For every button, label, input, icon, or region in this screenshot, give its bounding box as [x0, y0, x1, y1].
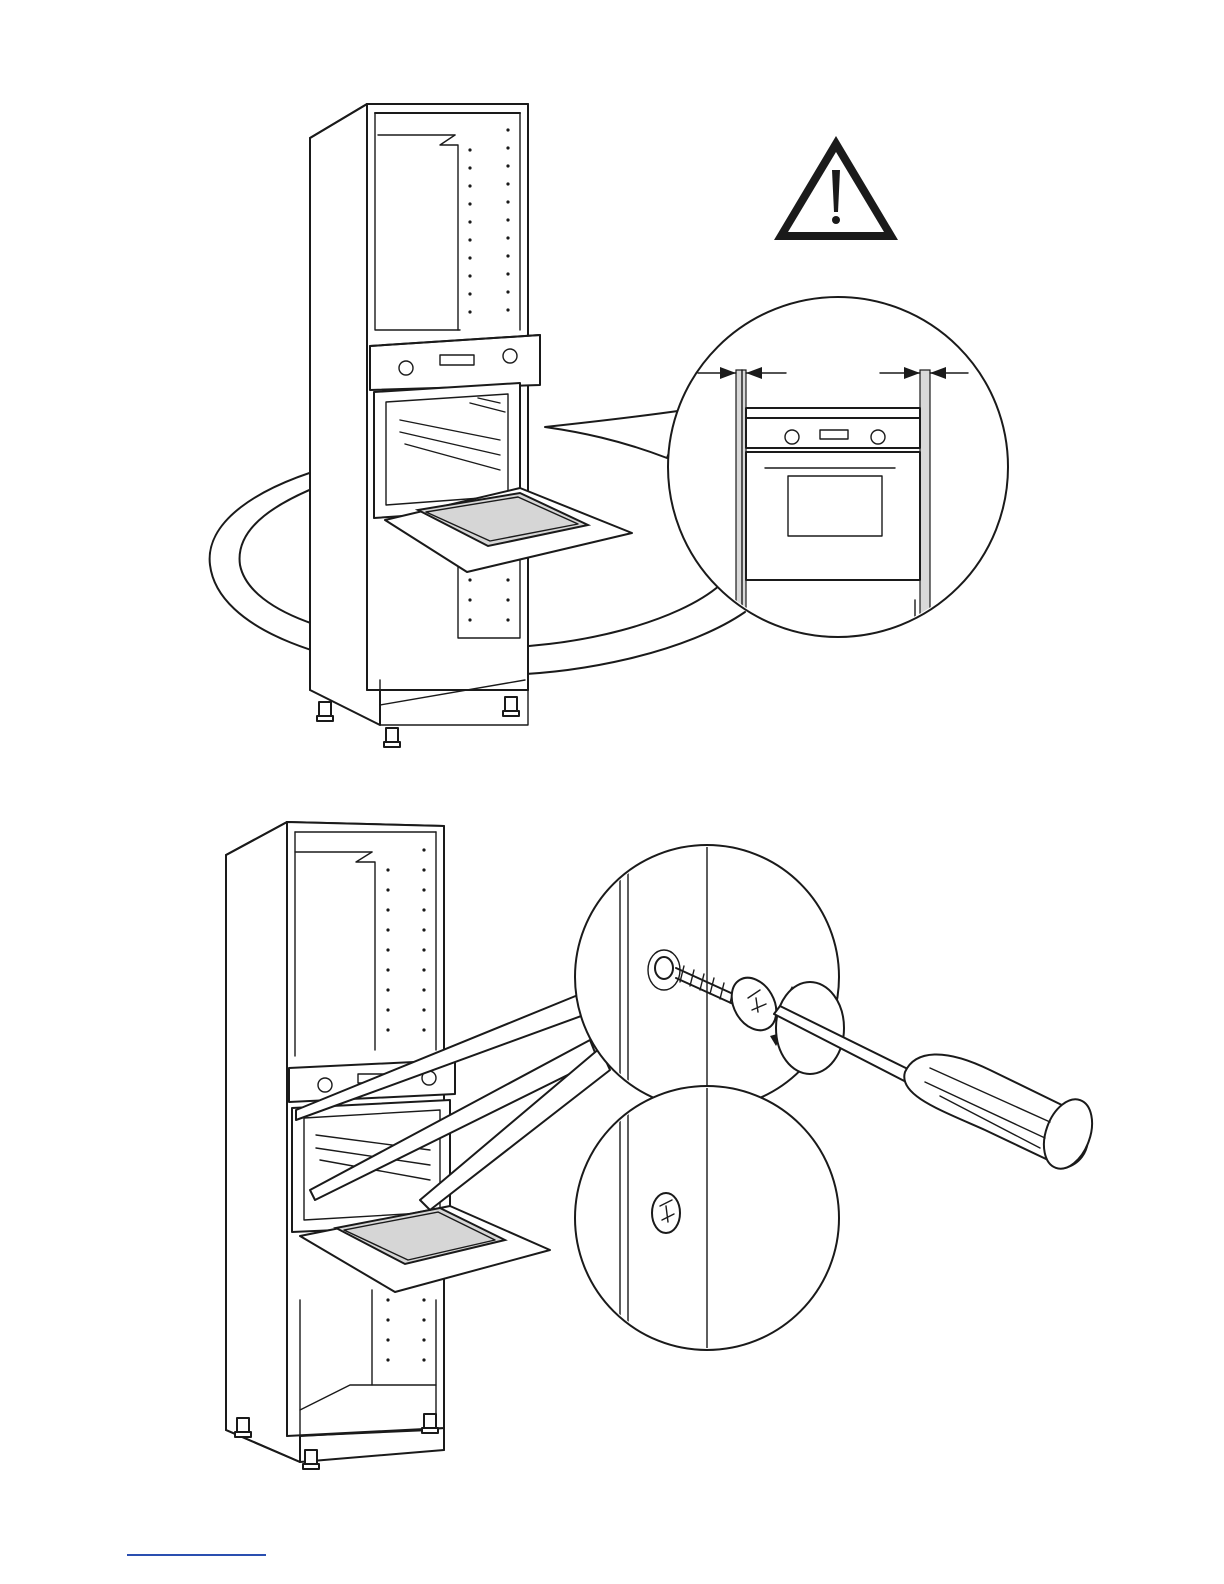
warning-triangle-icon	[774, 136, 898, 240]
fixed-screw-detail	[575, 1086, 839, 1350]
oven-top	[370, 335, 632, 572]
screwdriver-icon	[774, 1006, 1101, 1175]
side-clearance-detail	[668, 297, 1008, 670]
callout-pointer	[545, 410, 685, 458]
bottom-figure	[226, 822, 1101, 1469]
top-figure	[210, 104, 1008, 747]
